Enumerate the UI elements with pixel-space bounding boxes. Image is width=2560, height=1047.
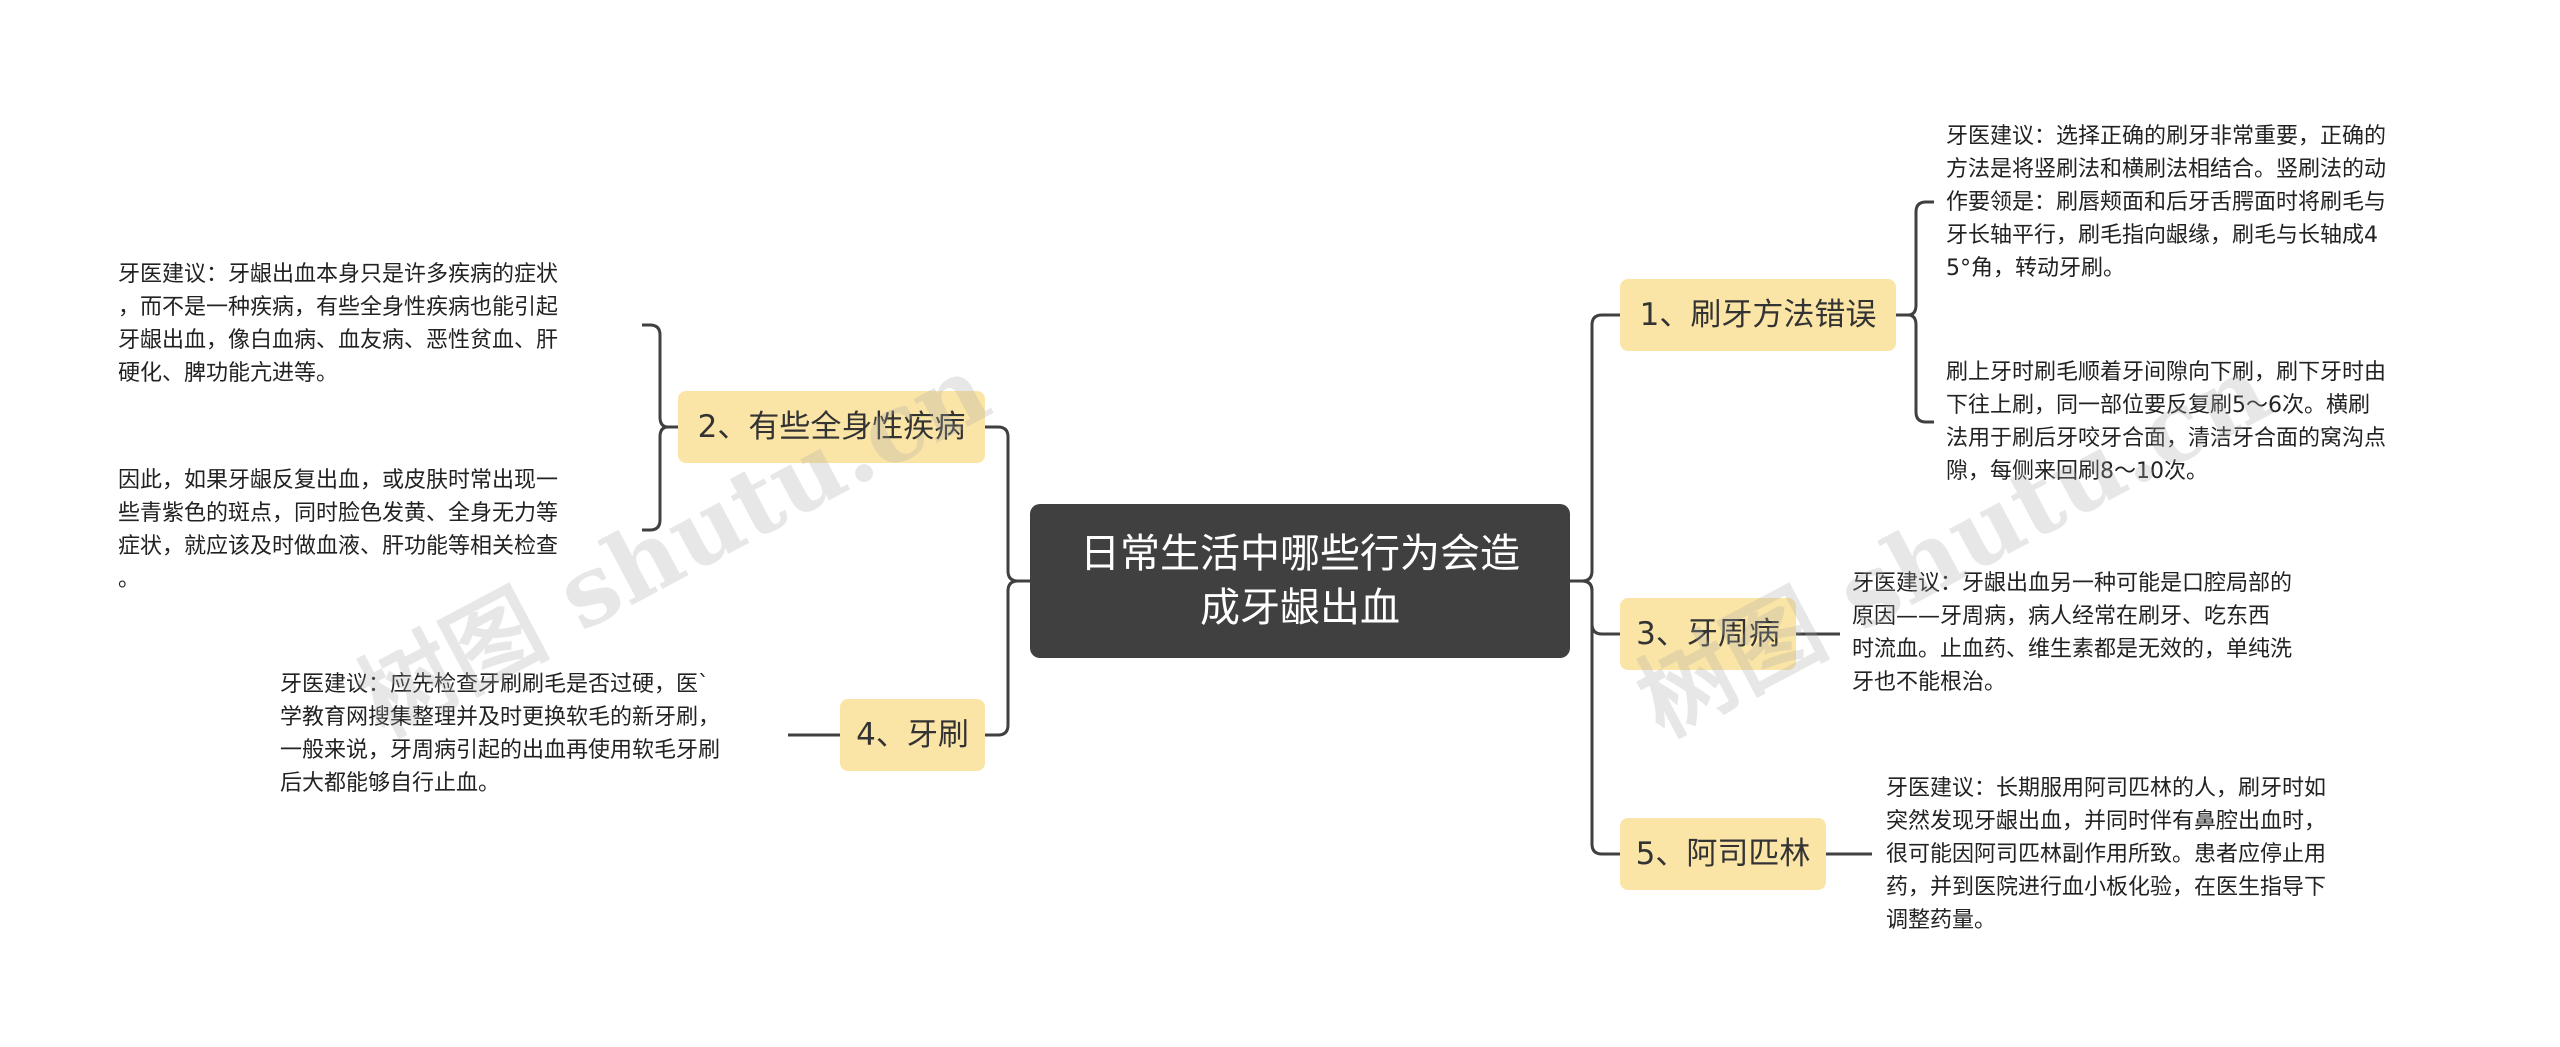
link-central-t2: [985, 425, 1030, 583]
link-central-t3: [1570, 579, 1620, 636]
topic-periodontal-disease[interactable]: 3、牙周病: [1620, 598, 1796, 670]
link-t2-l2a: [642, 323, 678, 429]
topic-label: 2、有些全身性疾病: [697, 409, 966, 445]
topic-label: 1、刷牙方法错误: [1639, 297, 1877, 333]
topic-label: 3、牙周病: [1636, 616, 1780, 652]
topic-toothbrush[interactable]: 4、牙刷: [840, 699, 985, 771]
leaf-systemic-advice[interactable]: 牙医建议：牙龈出血本身只是许多疾病的症状 ，而不是一种疾病，有些全身性疾病也能引…: [118, 262, 559, 386]
topic-label: 5、阿司匹林: [1635, 836, 1811, 872]
central-topic-title: 日常生活中哪些行为会造 成牙龈出血: [1080, 531, 1520, 631]
leaf-aspirin-advice[interactable]: 牙医建议：长期服用阿司匹林的人，刷牙时如 突然发现牙龈出血，并同时伴有鼻腔出血时…: [1886, 776, 2327, 933]
link-central-t5: [1570, 579, 1620, 856]
leaf-periodontal-advice[interactable]: 牙医建议：牙龈出血另一种可能是口腔局部的 原因——牙周病，病人经常在刷牙、吃东西…: [1852, 571, 2293, 695]
leaf-brushing-advice[interactable]: 牙医建议：选择正确的刷牙非常重要，正确的 方法是将竖刷法和横刷法相结合。竖刷法的…: [1946, 124, 2387, 281]
topic-brushing-method[interactable]: 1、刷牙方法错误: [1620, 279, 1896, 351]
leaf-toothbrush-advice[interactable]: 牙医建议：应先检查牙刷刷毛是否过硬，医` 学教育网搜集整理并及时更换软毛的新牙刷…: [280, 672, 721, 796]
link-t1-l1b: [1896, 313, 1934, 424]
link-t2-l2b: [642, 425, 678, 532]
link-central-t1: [1570, 313, 1620, 583]
topic-aspirin[interactable]: 5、阿司匹林: [1620, 818, 1826, 890]
link-t1-l1a: [1896, 200, 1934, 317]
link-central-t4: [985, 579, 1030, 737]
topic-label: 4、牙刷: [856, 717, 969, 753]
topic-systemic-disease[interactable]: 2、有些全身性疾病: [678, 391, 985, 463]
central-topic[interactable]: 日常生活中哪些行为会造 成牙龈出血: [1030, 504, 1570, 658]
leaf-brushing-technique[interactable]: 刷上牙时刷毛顺着牙间隙向下刷，刷下牙时由 下往上刷，同一部位要反复刷5～6次。横…: [1946, 360, 2387, 484]
leaf-systemic-checkup[interactable]: 因此，如果牙龈反复出血，或皮肤时常出现一 些青紫色的斑点，同时脸色发黄、全身无力…: [118, 468, 559, 592]
